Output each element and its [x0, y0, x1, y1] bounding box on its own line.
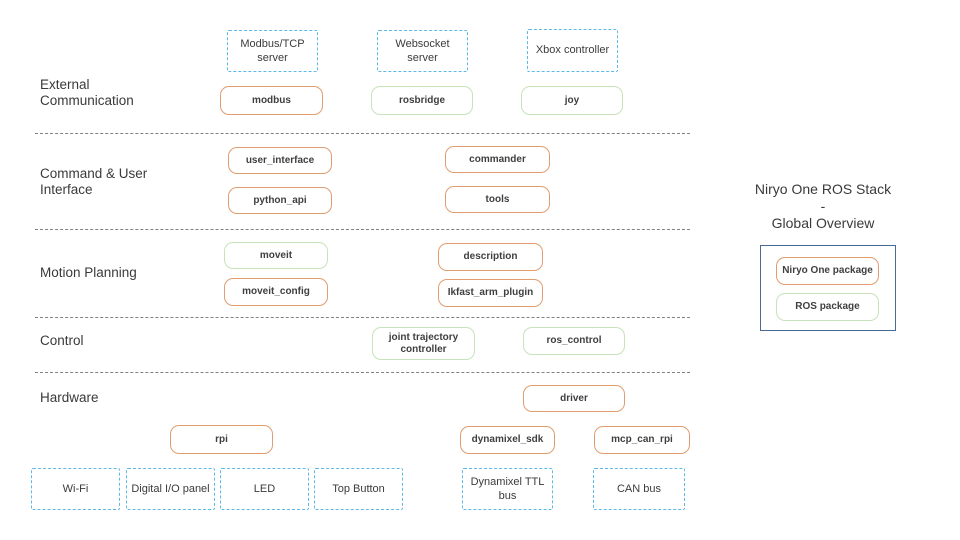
node-rpi: rpi: [170, 425, 273, 454]
node-dynamixel-ttl-bus: Dynamixel TTL bus: [462, 468, 553, 510]
node-modbus-tcp-server: Modbus/TCP server: [227, 30, 318, 72]
node-description: description: [438, 243, 543, 271]
diagram-title-separator: -: [820, 198, 826, 214]
node-websocket-server: Websocket server: [377, 30, 468, 72]
node-commander: commander: [445, 146, 550, 173]
section-label-command-user-interface: Command & User Interface: [40, 166, 148, 197]
section-separator: [35, 133, 690, 134]
node-user-interface: user_interface: [228, 147, 332, 174]
node-joy: joy: [521, 86, 623, 115]
node-python-api: python_api: [228, 187, 332, 214]
node-can-bus: CAN bus: [593, 468, 685, 510]
node-rosbridge: rosbridge: [371, 86, 473, 115]
node-dynamixel-sdk: dynamixel_sdk: [460, 426, 555, 454]
diagram-title-line1: Niryo One ROS Stack: [754, 181, 892, 197]
section-label-external-communication: External Communication: [40, 77, 134, 108]
node-joint-trajectory-controller: joint trajectory controller: [372, 327, 475, 360]
node-ikfast-arm-plugin: Ikfast_arm_plugin: [438, 279, 543, 307]
node-driver: driver: [523, 385, 625, 412]
section-separator: [35, 229, 690, 230]
legend-ros-package: ROS package: [776, 293, 879, 321]
section-separator: [35, 372, 690, 373]
node-tools: tools: [445, 186, 550, 213]
diagram-title-line2: Global Overview: [771, 215, 875, 231]
section-label-hardware: Hardware: [40, 390, 99, 405]
section-label-control: Control: [40, 333, 84, 348]
node-ros-control: ros_control: [523, 327, 625, 355]
section-separator: [35, 317, 690, 318]
diagram-title: Niryo One ROS Stack - Global Overview: [738, 181, 908, 232]
node-wifi: Wi-Fi: [31, 468, 120, 510]
node-digital-io-panel: Digital I/O panel: [126, 468, 215, 510]
node-led: LED: [220, 468, 309, 510]
node-mcp-can-rpi: mcp_can_rpi: [594, 426, 690, 454]
node-top-button: Top Button: [314, 468, 403, 510]
node-modbus: modbus: [220, 86, 323, 115]
node-moveit: moveit: [224, 242, 328, 269]
section-label-motion-planning: Motion Planning: [40, 265, 137, 280]
legend-niryo-one-package: Niryo One package: [776, 257, 879, 285]
legend: Niryo One package ROS package: [760, 245, 896, 331]
node-moveit-config: moveit_config: [224, 278, 328, 306]
node-xbox-controller: Xbox controller: [527, 29, 618, 72]
